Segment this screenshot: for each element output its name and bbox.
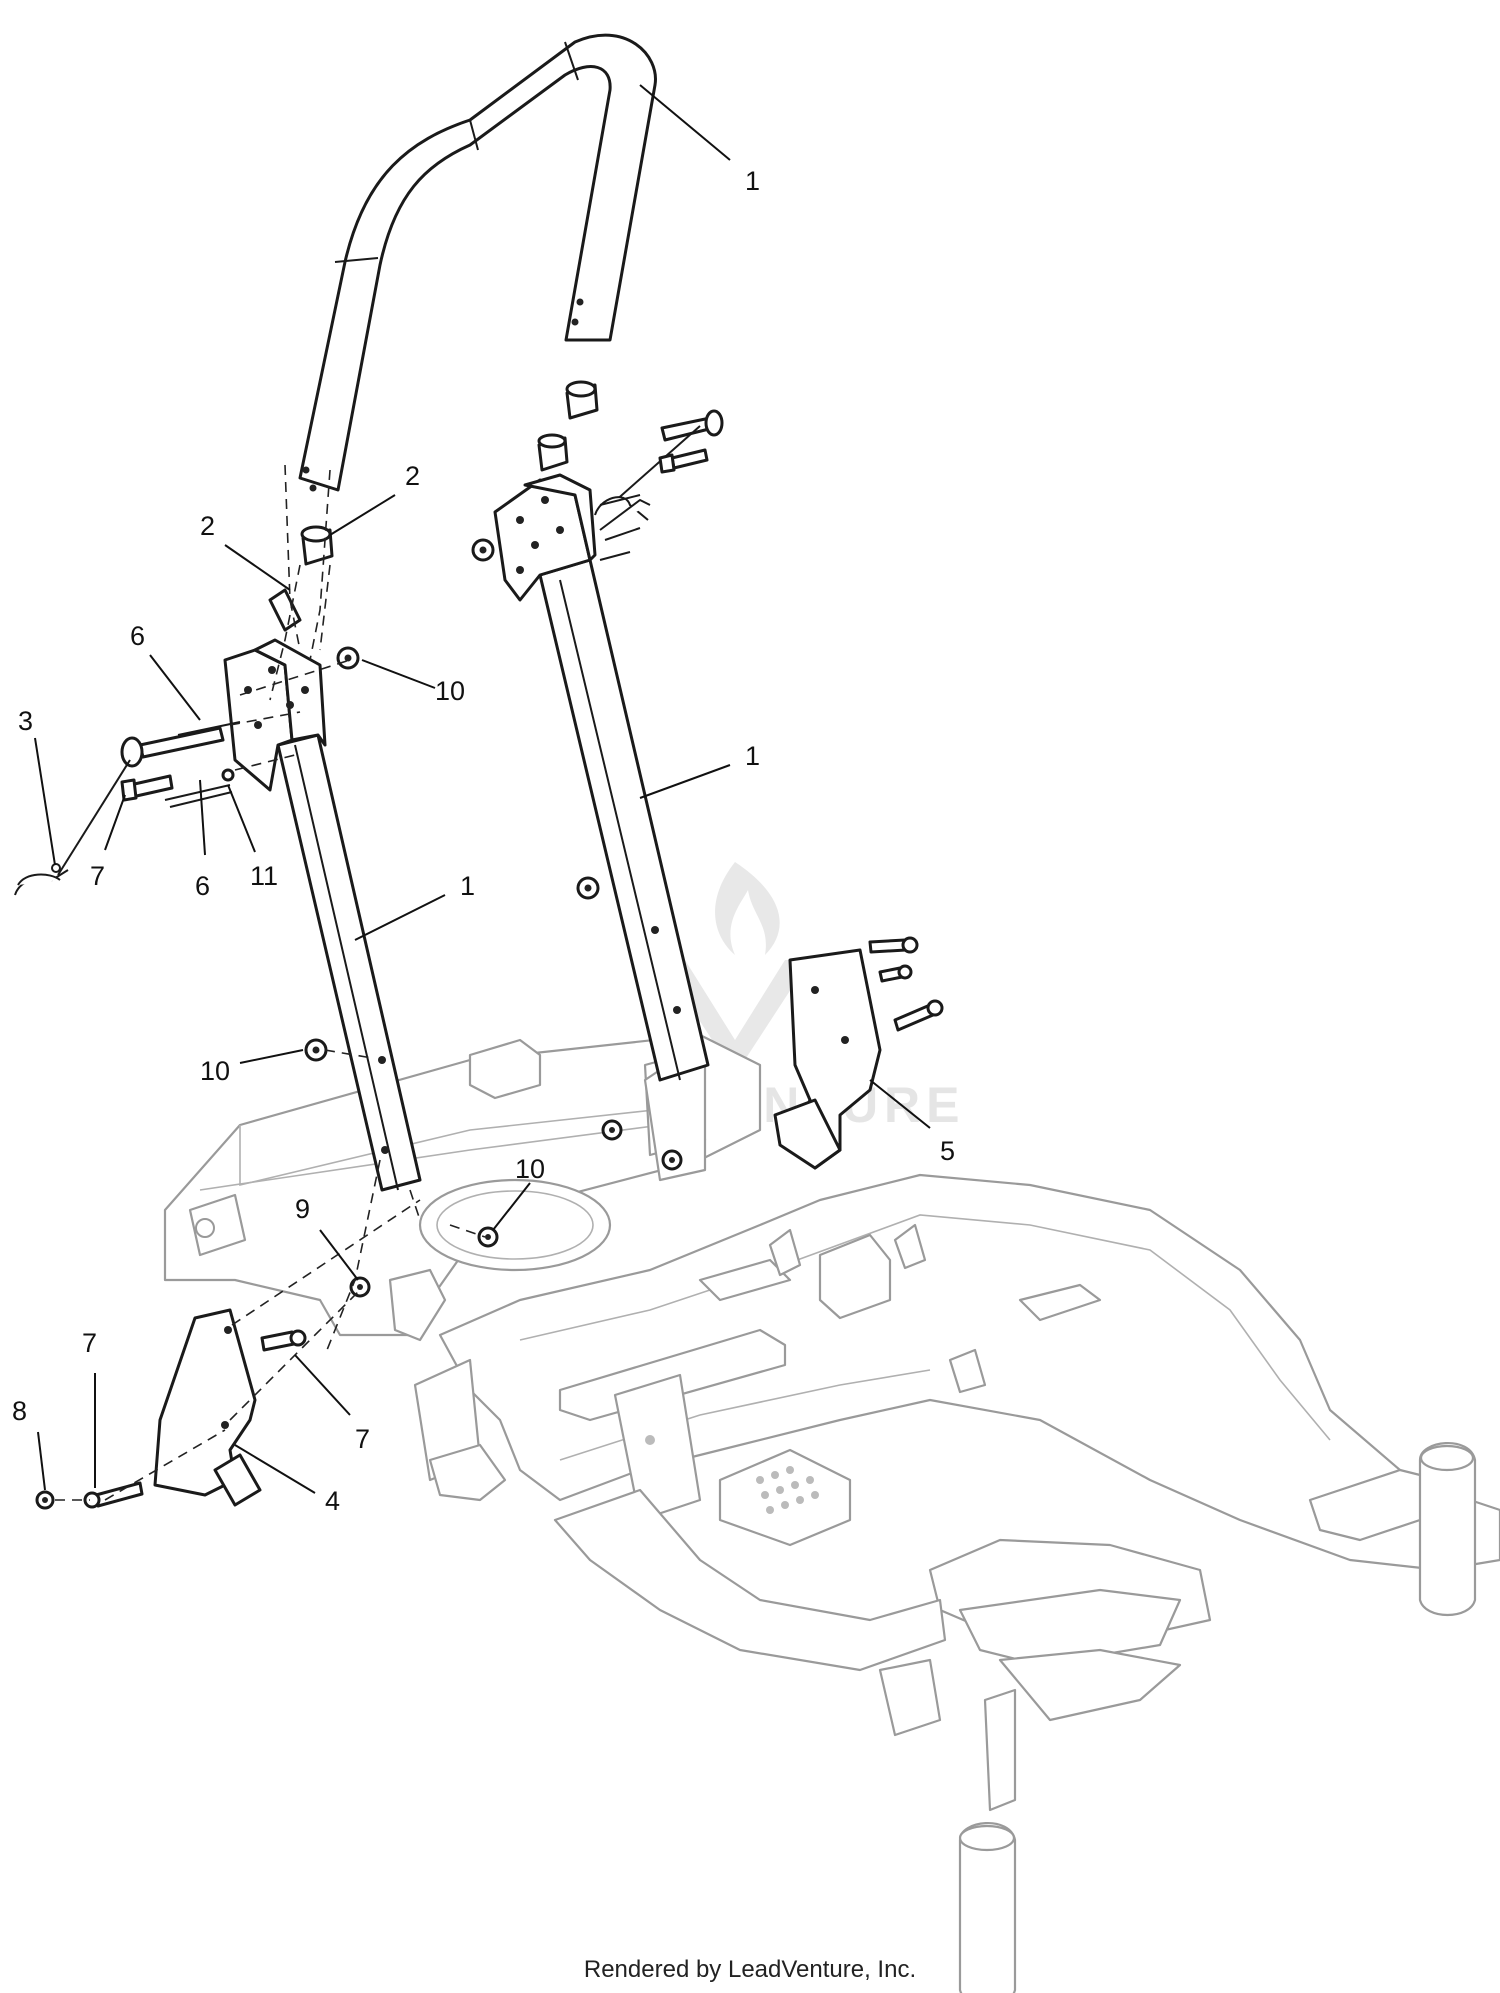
clevis-pin-right [599, 494, 641, 561]
svg-text:1: 1 [745, 741, 760, 771]
nut-right-upper [471, 538, 495, 562]
pin-right-top [604, 409, 724, 511]
svg-text:7: 7 [355, 1424, 370, 1454]
callout-7-left: 7 [90, 794, 126, 891]
rollbar-bracket-right [773, 948, 882, 1170]
nut-center [601, 1119, 623, 1141]
footplate-holes [756, 1466, 819, 1514]
bolts-right-bracket [868, 936, 944, 1032]
callout-10-mid: 10 [200, 1049, 304, 1086]
callout-10-upper: 10 [361, 659, 465, 706]
hairpin-left [14, 759, 131, 896]
spacer-tube-right-upper [565, 380, 599, 420]
nut-left-mid [304, 1038, 328, 1062]
bolt-lower-left [83, 1481, 144, 1509]
svg-text:10: 10 [515, 1154, 545, 1184]
callout-6-lower: 6 [195, 779, 210, 901]
rollbar-bracket-left [153, 1308, 262, 1507]
svg-text:6: 6 [130, 621, 145, 651]
svg-text:1: 1 [460, 871, 475, 901]
svg-text:11: 11 [250, 861, 278, 891]
svg-text:3: 3 [18, 706, 33, 736]
pin-left-upper [177, 721, 241, 736]
nut-8 [35, 1490, 55, 1510]
svg-text:1: 1 [745, 166, 760, 196]
bolt-left [120, 774, 174, 802]
nut-left-upper [336, 646, 360, 670]
clevis-pin-left [120, 726, 225, 768]
bolt-left-bracket [260, 1329, 307, 1352]
svg-text:10: 10 [200, 1056, 230, 1086]
callout-5: 5 [869, 1079, 955, 1166]
callout-4: 4 [234, 1444, 340, 1516]
callout-2-right: 2 [329, 461, 420, 536]
nut-left-lower [477, 1226, 499, 1248]
nut-9 [349, 1276, 371, 1298]
assembly-lines [55, 464, 486, 1501]
nut-center-2 [661, 1149, 683, 1171]
callout-9: 9 [295, 1194, 359, 1281]
flame-v-logo-icon [660, 862, 810, 1075]
pin-left-lower [164, 784, 233, 808]
svg-text:8: 8 [12, 1396, 27, 1426]
mower-frame [163, 1033, 1500, 1993]
svg-text:5: 5 [940, 1136, 955, 1166]
callout-8: 8 [12, 1396, 46, 1491]
svg-text:2: 2 [200, 511, 215, 541]
svg-text:9: 9 [295, 1194, 310, 1224]
svg-text:7: 7 [90, 861, 105, 891]
rollbar-right-tube [493, 473, 710, 1082]
callout-7-lower: 7 [82, 1328, 97, 1488]
rollbar-upper-hoop [298, 33, 657, 492]
svg-text:4: 4 [325, 1486, 340, 1516]
nut-right-lower [576, 876, 600, 900]
spacer-tube-left [300, 525, 334, 566]
callout-10-lower: 10 [492, 1154, 545, 1231]
callout-11: 11 [227, 784, 278, 891]
svg-text:6: 6 [195, 871, 210, 901]
svg-text:10: 10 [435, 676, 465, 706]
svg-text:2: 2 [405, 461, 420, 491]
callout-6-upper: 6 [130, 621, 201, 721]
rollbar-left-tube [223, 588, 422, 1192]
spacer-tube-right-lower [537, 433, 569, 472]
render-credit: Rendered by LeadVenture, Inc. [583, 1956, 917, 1983]
svg-text:7: 7 [82, 1328, 97, 1358]
callout-2-left: 2 [200, 511, 291, 591]
callout-3: 3 [18, 706, 56, 866]
callout-1-left-tube: 1 [354, 871, 475, 941]
callout-7-mid: 7 [294, 1354, 370, 1454]
bolt-right [658, 448, 709, 474]
callouts: 1 1 1 2 2 3 4 5 [12, 84, 955, 1516]
hairpin-right [594, 496, 651, 531]
lock-washer-left [221, 768, 235, 782]
callout-1-right-tube: 1 [639, 741, 760, 799]
callout-1-hoop: 1 [639, 84, 760, 196]
